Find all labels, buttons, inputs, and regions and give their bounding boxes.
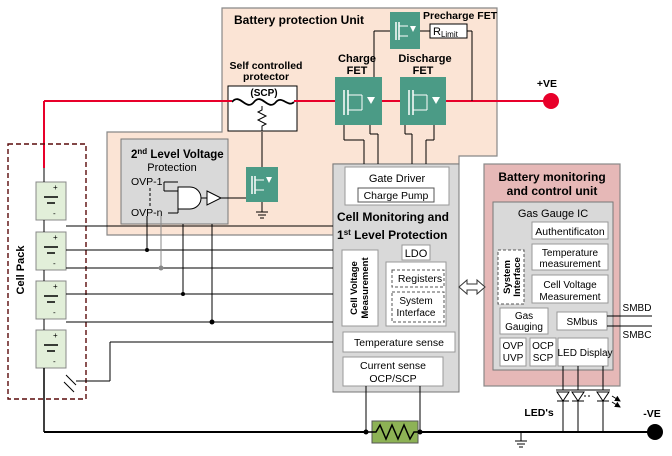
cmp-sysif-1: System	[399, 296, 432, 307]
smbc-label: SMBC	[623, 330, 652, 341]
precharge-fet-label: Precharge FET	[423, 10, 498, 22]
bmcu-title-1: Battery monitoring	[498, 170, 605, 184]
bmcu-temp-2: measurement	[539, 259, 600, 270]
charge-pump-label: Charge Pump	[364, 190, 429, 202]
auth-label: Authentificaton	[535, 226, 605, 238]
svg-text:+: +	[53, 233, 58, 242]
ground-icon	[256, 211, 268, 219]
led-icon	[556, 391, 570, 402]
gas-gauge-label: Gas Gauge IC	[518, 208, 588, 220]
ovp-label: OVP	[502, 341, 523, 352]
bmcu-temp-1: Temperature	[542, 248, 599, 259]
ovpn-label: OVP-n	[131, 207, 163, 219]
resistor-icon	[366, 423, 420, 441]
charge-fet-label-2: FET	[347, 65, 368, 77]
led-icon	[596, 391, 610, 402]
battery-cell-icon: +-	[35, 181, 67, 221]
thermistor-icon	[63, 374, 77, 393]
uvp-label: UVP	[503, 353, 524, 364]
battery-cell-icon: +-	[35, 231, 67, 271]
scp-label-2: protector	[243, 71, 289, 83]
bpu-title: Battery protection Unit	[234, 13, 364, 27]
svg-text:+: +	[53, 183, 58, 192]
registers-label: Registers	[398, 273, 442, 285]
second-level-title: 2nd Level Voltage	[131, 147, 224, 161]
ground-icon	[515, 440, 527, 448]
svg-text:-: -	[53, 357, 56, 366]
positive-terminal	[543, 93, 559, 109]
scp-box-label: (SCP)	[250, 88, 277, 99]
ocp-label: OCP	[532, 341, 554, 352]
battery-cell-icon: +-	[35, 329, 67, 369]
current-sense-2: OCP/SCP	[369, 373, 416, 385]
led-icon	[571, 391, 585, 402]
scp-label: SCP	[533, 353, 554, 364]
fet-icon	[335, 77, 382, 125]
resistor-icon	[256, 106, 268, 131]
temp-sense-label: Temperature sense	[354, 337, 444, 349]
r-limit-label: RLimit	[433, 26, 459, 39]
battery-cell-icon: +-	[35, 280, 67, 320]
scp-label-1: Self controlled	[230, 60, 303, 72]
svg-text:-: -	[53, 308, 56, 317]
ldo-label: LDO	[405, 248, 428, 260]
negative-terminal	[647, 424, 663, 440]
gas-1: Gas	[515, 311, 533, 322]
cmp-cvm-1: Cell Voltage	[349, 261, 360, 315]
gas-2: Gauging	[505, 322, 543, 333]
current-sense-1: Current sense	[360, 360, 426, 372]
svg-text:-: -	[53, 259, 56, 268]
svg-text:-: -	[53, 209, 56, 218]
fet-icon	[400, 77, 446, 125]
bmcu-sysif-1: System	[502, 260, 513, 294]
and-gate-icon	[177, 186, 202, 210]
charge-fet-label-1: Charge	[338, 53, 376, 65]
positive-terminal-label: +VE	[537, 78, 557, 90]
bmcu-cvm-2: Measurement	[539, 292, 600, 303]
bmcu-cvm-1: Cell Voltage	[543, 280, 597, 291]
fuse-icon	[231, 98, 295, 106]
double-arrow-icon	[458, 278, 486, 296]
fet-icon	[246, 167, 278, 202]
svg-text:+: +	[53, 331, 58, 340]
negative-terminal-label: -VE	[643, 408, 661, 420]
discharge-fet-label-1: Discharge	[398, 53, 451, 65]
cmp-title-2: 1st Level Protection	[337, 228, 448, 242]
bmcu-title-2: and control unit	[507, 184, 598, 198]
fet-icon	[390, 12, 420, 49]
ovp1-label: OVP-1	[131, 176, 163, 188]
cmp-cvm-2: Measurement	[360, 257, 371, 319]
led-display-label: LED Display	[557, 348, 612, 359]
bmcu-sysif-2: Interface	[512, 257, 523, 297]
leds-label: LED's	[524, 407, 553, 419]
svg-text:+: +	[53, 282, 58, 291]
smbus-label: SMbus	[566, 317, 597, 328]
cmp-title-1: Cell Monitoring and	[337, 210, 449, 224]
discharge-fet-label-2: FET	[413, 65, 434, 77]
cell-pack-box	[7, 143, 87, 400]
second-level-protection: Protection	[147, 162, 197, 174]
smbd-label: SMBD	[623, 303, 652, 314]
cmp-sysif-2: Interface	[397, 308, 436, 319]
cell-pack-label: Cell Pack	[15, 245, 27, 295]
gate-driver-label: Gate Driver	[369, 173, 426, 185]
buffer-icon	[206, 190, 223, 206]
